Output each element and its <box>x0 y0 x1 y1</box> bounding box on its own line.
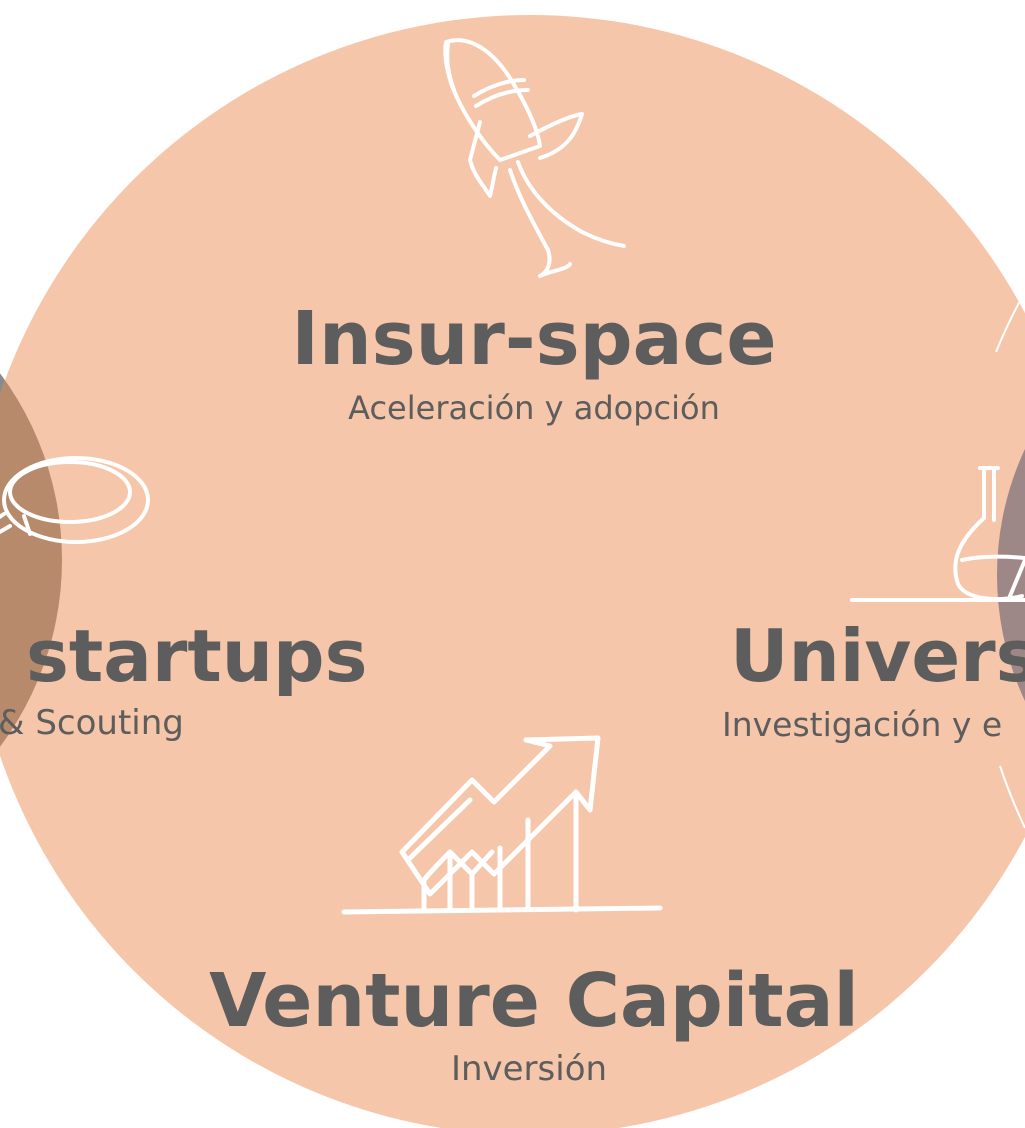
growth-chart-icon <box>341 735 663 915</box>
right-arc-top <box>995 291 1025 353</box>
rocket-icon <box>443 38 626 278</box>
universities-circle <box>997 449 1025 701</box>
insurspace-subtitle: Aceleración y adopción <box>348 389 720 427</box>
startups-subtitle: & Scouting <box>0 703 184 743</box>
universities-subtitle: Investigación y e <box>722 705 1003 744</box>
startups-title: startups <box>26 614 368 698</box>
venture-subtitle: Inversión <box>450 1049 608 1089</box>
right-arc-bottom <box>999 765 1025 829</box>
magnifying-glass-icon <box>0 456 150 544</box>
venture-title: Venture Capital <box>209 958 859 1044</box>
insurspace-circle <box>0 15 1025 1128</box>
insurspace-title: Insur-space <box>291 296 777 382</box>
universities-title: Univers <box>730 614 1025 698</box>
flask-icon <box>850 466 1025 602</box>
